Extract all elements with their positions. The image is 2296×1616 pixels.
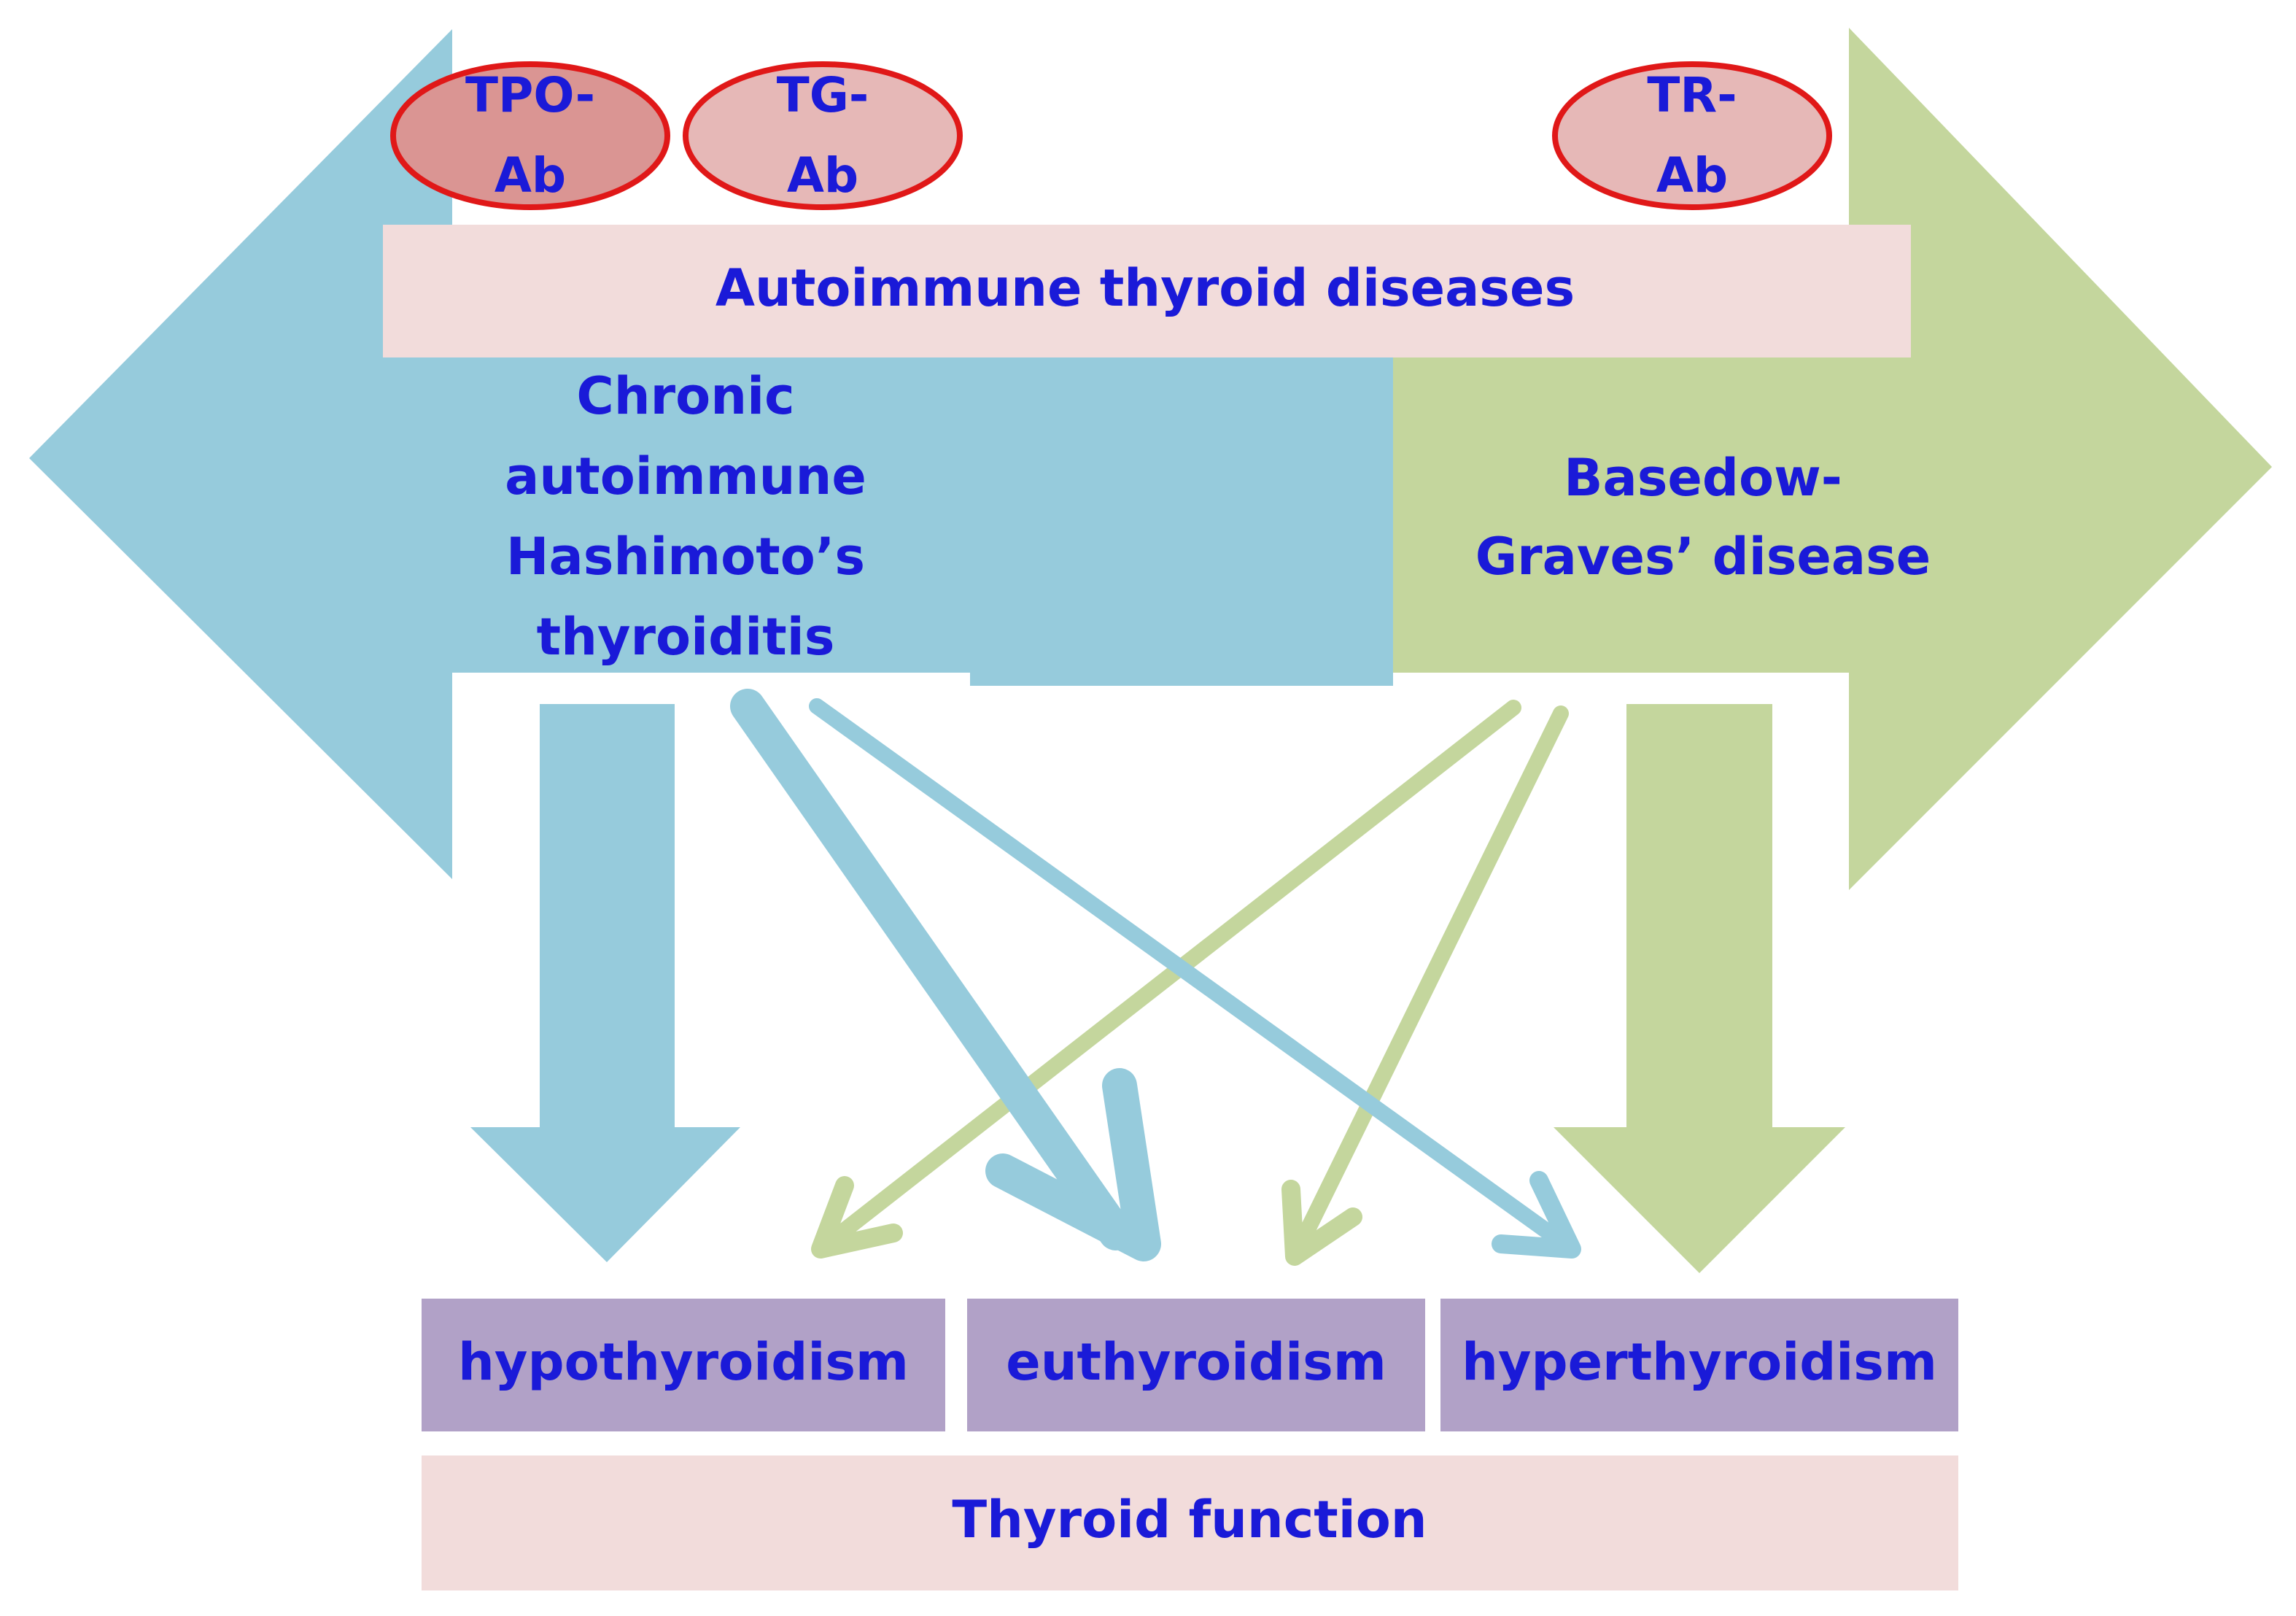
outcome-box-hypothyroidism: [422, 1299, 945, 1431]
footer-text: Thyroid function: [952, 1490, 1427, 1550]
outcome-hypothyroidism: hypothyroidism: [458, 1332, 909, 1392]
antibody-tpo-line1: TPO-: [465, 67, 595, 123]
graves-line-1: Basedow-: [1564, 448, 1842, 508]
hashimoto-line-1: Chronic: [576, 366, 794, 426]
title-text: Autoimmune thyroid diseases: [715, 258, 1575, 318]
antibody-tr-line2: Ab: [1656, 147, 1728, 204]
antibody-tpo-line2: Ab: [495, 147, 566, 204]
antibody-tg-line1: TG-: [777, 67, 869, 123]
outcome-euthyroidism: euthyroidism: [1006, 1332, 1386, 1392]
title-banner: [383, 225, 1911, 357]
outcome-hyperthyroidism: hyperthyroidism: [1462, 1332, 1937, 1392]
outcome-box-hyperthyroidism: [1440, 1299, 1958, 1431]
graves-to-hypothyroidism-arrow: [811, 700, 1521, 1259]
hashimoto-to-hypothyroidism-arrow: [470, 704, 740, 1262]
antibody-tg-line2: Ab: [787, 147, 858, 204]
antibody-tpo: TPO- Ab: [390, 61, 670, 210]
graves-label: Basedow- Graves’ disease: [1475, 448, 1931, 587]
hashimoto-to-euthyroidism-arrow: [730, 689, 1161, 1261]
hashimoto-line-3: Hashimoto’s: [506, 527, 865, 587]
hashimoto-to-hyperthyroidism-arrow: [809, 698, 1581, 1259]
footer-banner: [422, 1455, 1958, 1590]
hashimoto-line-2: autoimmune: [505, 446, 866, 506]
antibody-tg: TG- Ab: [683, 61, 963, 210]
graves-line-2: Graves’ disease: [1475, 527, 1931, 587]
graves-to-hyperthyroidism-arrow: [1554, 704, 1845, 1273]
hashimoto-label: Chronic autoimmune Hashimoto’s thyroidit…: [505, 366, 866, 667]
graves-to-euthyroidism-arrow: [1281, 705, 1569, 1266]
outcome-box-euthyroidism: [967, 1299, 1425, 1431]
antibody-tr-line1: TR-: [1647, 67, 1737, 123]
hashimoto-line-4: thyroiditis: [537, 607, 835, 667]
antibody-tr: TR- Ab: [1552, 61, 1832, 210]
